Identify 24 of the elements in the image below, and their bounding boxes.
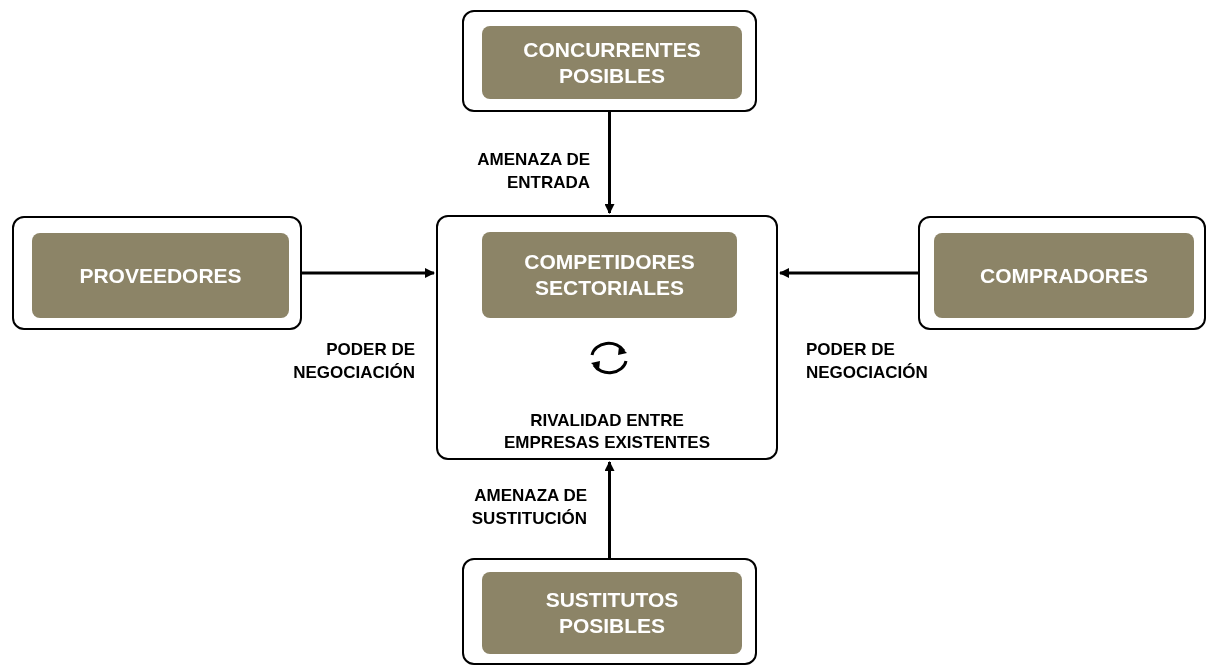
force-box	[482, 232, 737, 318]
frame-box	[462, 10, 757, 112]
box-title: CONCURRENTES POSIBLES	[522, 36, 702, 89]
arrow	[604, 112, 615, 214]
arrow	[604, 461, 615, 558]
force-box	[482, 26, 742, 99]
frame-box	[462, 558, 757, 665]
rivalry-text: RIVALIDAD ENTRE EMPRESAS EXISTENTES	[503, 410, 711, 454]
edge-label: PODER DE NEGOCIACIÓN	[292, 339, 415, 384]
force-box	[934, 233, 1194, 318]
box-title: COMPETIDORES SECTORIALES	[523, 249, 696, 301]
arrow	[779, 268, 918, 278]
edge-label: PODER DE NEGOCIACIÓN	[806, 339, 929, 384]
box-title: PROVEEDORES	[78, 262, 243, 289]
force-box	[482, 572, 742, 654]
frame-box	[918, 216, 1206, 330]
edge-label: AMENAZA DE ENTRADA	[476, 149, 590, 194]
box-title: SUSTITUTOS POSIBLES	[544, 587, 680, 639]
edge-label: AMENAZA DE SUSTITUCIÓN	[470, 485, 587, 530]
frame-box	[436, 215, 778, 460]
frame-box	[12, 216, 302, 330]
box-title: COMPRADORES	[979, 262, 1149, 289]
force-box	[32, 233, 289, 318]
arrow	[302, 268, 435, 278]
